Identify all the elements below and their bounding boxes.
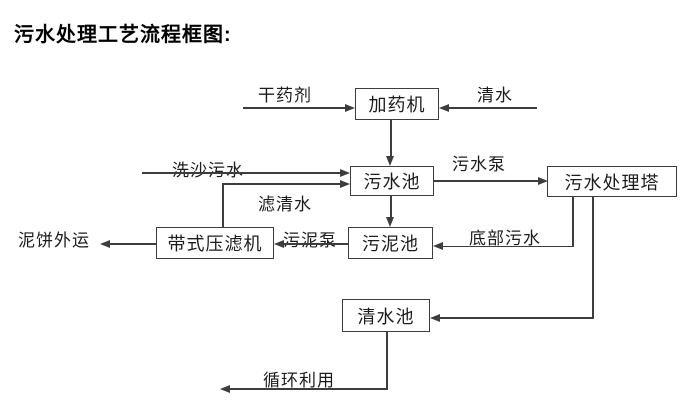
arrowhead-left-icon: [274, 239, 284, 248]
arrowhead-left-icon: [100, 239, 110, 248]
diagram-title: 污水处理工艺流程框图:: [14, 24, 232, 46]
label-clean-water: 清水: [477, 86, 513, 105]
arrowhead-right-icon: [340, 179, 350, 188]
connector-recycle: [229, 388, 388, 390]
label-bottom-sewage: 底部污水: [469, 229, 541, 248]
label-sewage-pump: 污水泵: [452, 155, 506, 174]
label-sludge-pump: 污泥泵: [283, 231, 337, 250]
label-recycle: 循环利用: [263, 371, 335, 390]
connector-clean-water: [448, 107, 537, 109]
arrowhead-left-icon: [433, 242, 443, 250]
connector-filtered-water: [222, 183, 341, 185]
connector-mud-cake-out: [109, 243, 156, 245]
connector-recycle-drop: [386, 332, 388, 389]
connector-sludge-pump: [283, 243, 348, 245]
arrowhead-down-icon: [385, 217, 394, 227]
label-sand-washing-sewage: 洗沙污水: [172, 161, 244, 180]
arrowhead-left-icon: [439, 103, 449, 112]
node-dosing-machine: 加药机: [355, 88, 439, 120]
connector-tower-to-clean: [439, 317, 594, 319]
connector-dry-chemical: [243, 107, 346, 109]
connector-bottom-sewage-drop: [572, 197, 574, 247]
node-treatment-tower: 污水处理塔: [547, 166, 677, 197]
connector-filtered-water-riser: [222, 183, 224, 227]
label-dry-chemical: 干药剂: [258, 86, 312, 105]
connector-sewage-to-sludge: [390, 196, 392, 218]
connector-bottom-sewage: [442, 245, 574, 247]
arrowhead-right-icon: [345, 103, 355, 112]
arrowhead-right-icon: [538, 176, 548, 185]
node-sludge-pool: 污泥池: [348, 227, 433, 259]
connector-sand-washing: [142, 172, 341, 174]
node-belt-filter-press: 带式压滤机: [156, 227, 274, 259]
arrowhead-left-icon: [220, 384, 230, 393]
arrowhead-down-icon: [385, 156, 394, 166]
label-filtered-water: 滤清水: [258, 195, 312, 214]
node-clean-water-pool: 清水池: [342, 299, 430, 332]
connector-sewage-pump: [434, 180, 539, 182]
node-sewage-pool: 污水池: [350, 166, 434, 196]
label-mud-cake-out: 泥饼外运: [18, 231, 90, 250]
connector-dosing-to-sewage: [390, 120, 392, 157]
arrowhead-left-icon: [430, 313, 440, 322]
connector-tower-to-clean-drop: [592, 197, 594, 318]
arrowhead-right-icon: [340, 168, 350, 177]
